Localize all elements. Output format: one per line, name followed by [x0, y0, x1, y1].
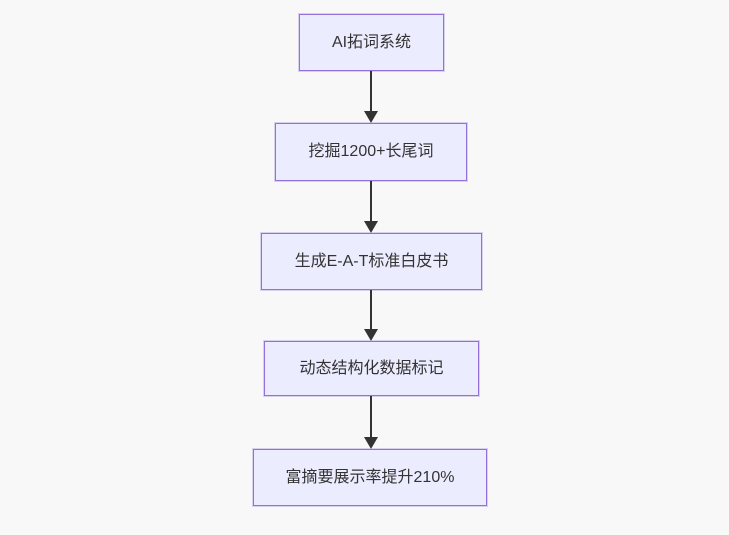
- flowchart-edge-c-to-d: [363, 290, 379, 341]
- flowchart-node-dynamic-structured-data-markup: 动态结构化数据标记: [264, 341, 479, 396]
- flowchart-edge-a-to-b: [363, 71, 379, 123]
- node-label: 生成E-A-T标准白皮书: [294, 252, 449, 270]
- flowchart-node-generate-eat-whitepaper: 生成E-A-T标准白皮书: [261, 233, 482, 290]
- flowchart-edge-d-to-e: [363, 396, 379, 449]
- arrow-head-icon: [364, 221, 378, 233]
- flowchart-edge-b-to-c: [363, 181, 379, 233]
- node-label: 挖掘1200+长尾词: [308, 143, 434, 161]
- flowchart-node-mine-longtail-keywords: 挖掘1200+长尾词: [275, 123, 467, 181]
- flowchart-node-rich-snippet-rate-increase: 富摘要展示率提升210%: [253, 449, 487, 506]
- arrow-line: [370, 71, 372, 114]
- arrow-head-icon: [364, 111, 378, 123]
- flowchart-node-ai-word-expansion-system: AI拓词系统: [299, 14, 444, 71]
- node-label: 动态结构化数据标记: [299, 359, 444, 377]
- arrow-head-icon: [364, 329, 378, 341]
- arrow-head-icon: [364, 437, 378, 449]
- arrow-line: [370, 396, 372, 440]
- node-label: 富摘要展示率提升210%: [285, 468, 455, 486]
- node-label: AI拓词系统: [331, 33, 412, 51]
- arrow-line: [370, 290, 372, 332]
- arrow-line: [370, 181, 372, 224]
